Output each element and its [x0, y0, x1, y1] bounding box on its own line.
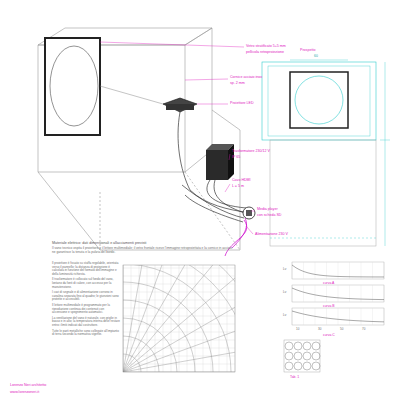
callout-text: Cornice acciaio inox — [230, 75, 262, 79]
transformer — [206, 144, 234, 180]
note-text: Il vano tecnico ospita il proiettore e i… — [52, 247, 234, 255]
leader-lines — [100, 42, 255, 234]
elevation-view — [262, 60, 390, 246]
tick-label: 30 — [318, 328, 321, 332]
text-column: Il proiettore è fissato su staffa regola… — [52, 262, 120, 339]
note-text: Il lettore multimediale è programmato pe… — [52, 304, 120, 315]
callout-text: Proiettore LED — [230, 101, 254, 105]
media-player — [243, 207, 255, 219]
axis-label: Lv — [283, 314, 286, 318]
line-charts — [292, 262, 384, 325]
callout-text: Cavo HDMI — [232, 178, 251, 182]
projector — [163, 98, 197, 112]
callout-text: IP 65 — [232, 155, 240, 159]
note-text: I cavi di segnale e di alimentazione cor… — [52, 291, 120, 302]
callout-text: pellicola retroproiezione — [246, 50, 284, 54]
glass-panel — [45, 38, 170, 135]
circle-table — [284, 340, 320, 372]
note-text: Tutte le parti metalliche sono collegate… — [52, 330, 120, 337]
tick-label: 70 — [362, 328, 365, 332]
dimension: 60 — [314, 54, 318, 58]
callout-text: sp. 2 mm — [230, 81, 245, 85]
housing-box — [38, 28, 240, 250]
callout-text: con scheda SD — [257, 213, 281, 217]
table-caption: Tab. 1 — [290, 375, 299, 379]
note-text: Il proiettore è fissato su staffa regola… — [52, 262, 120, 276]
tick-label: 50 — [340, 328, 343, 332]
axis-label: Lv — [283, 291, 286, 295]
callout-text: Media player — [257, 207, 278, 211]
chart-label: curva B — [323, 304, 335, 308]
cable-bundle — [178, 112, 247, 256]
note-text: La ventilazione del vano è naturale, con… — [52, 317, 120, 328]
chart-label: curva C — [323, 333, 335, 337]
author-credit: Lorenzo Neri architetto — [10, 383, 46, 387]
view-title: Prospetto — [300, 48, 315, 52]
callout-text: Alimentazione 230 V — [255, 232, 288, 236]
axis-label: Lv — [283, 268, 286, 272]
section-heading: Materiale elettrico: dati dimensionali e… — [52, 241, 146, 245]
website: www.lorenzoneri.it — [10, 390, 39, 394]
callout-text: Vetro stratificato 5+5 mm — [246, 44, 286, 48]
chart-label: curva A — [323, 281, 334, 285]
callout-text: L = 5 m — [232, 184, 244, 188]
tick-label: 10 — [296, 328, 299, 332]
callout-text: Trasformatore 230/12 V — [232, 149, 270, 153]
note-text: Il trasformatore è collocato sul fondo d… — [52, 278, 120, 289]
